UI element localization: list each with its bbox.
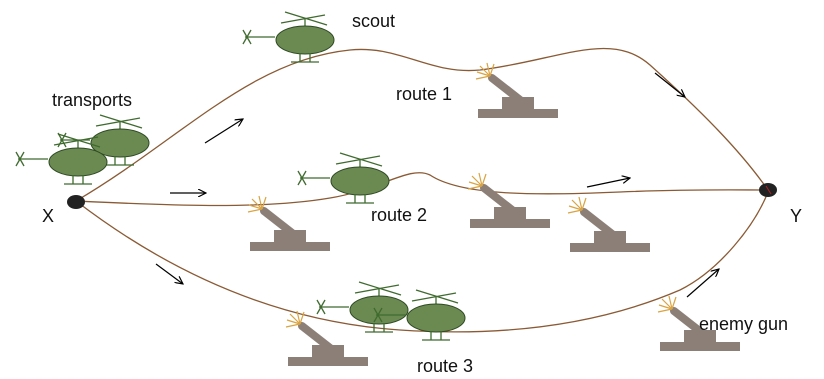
route-2-arrow-right [586, 178, 630, 188]
route-1-arrow-right [654, 72, 685, 97]
gun-icon-route-2-middle [468, 173, 550, 228]
route-3-arrow-right [686, 269, 719, 298]
route-1-label: route 1 [396, 84, 452, 104]
route-3-arrow-left [155, 263, 183, 284]
route-1-arrow-left [204, 119, 243, 144]
origin-node [67, 195, 85, 209]
route-1-path [75, 47, 769, 202]
helicopter-icon-route-3-left [316, 281, 409, 333]
destination-label: Y [790, 206, 802, 226]
gun-icon-route-2-right [568, 197, 650, 252]
route-3-path [75, 191, 769, 333]
scout-label: scout [352, 11, 395, 31]
origin-label: X [42, 206, 54, 226]
route-3-label: route 3 [417, 356, 473, 376]
transports-label: transports [52, 90, 132, 110]
gun-icon-route-2-left [248, 196, 330, 251]
gun-icon-route-1 [476, 63, 558, 118]
enemy-gun-label: enemy gun [699, 314, 788, 334]
gun-icon-route-3 [286, 311, 368, 366]
helicopter-icon-scout [242, 11, 335, 63]
route-2-path [75, 172, 769, 207]
route-2-label: route 2 [371, 205, 427, 225]
